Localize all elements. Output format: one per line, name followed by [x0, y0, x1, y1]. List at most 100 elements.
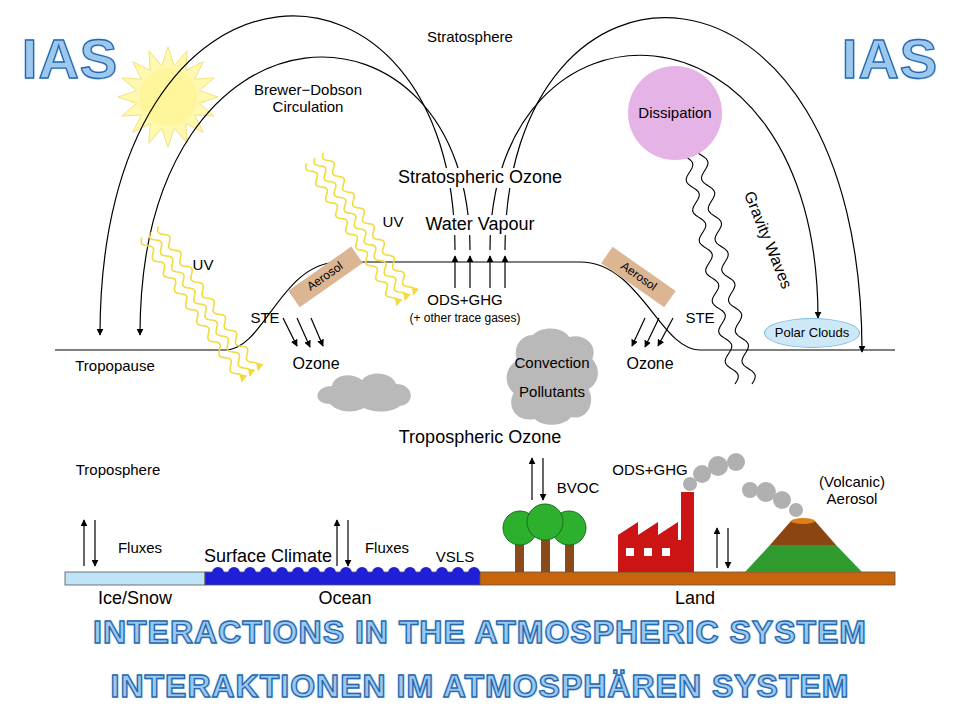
smoke-puff	[789, 503, 803, 517]
tropopause-line	[55, 262, 895, 350]
node-text: Pollutants	[519, 383, 585, 400]
arrow	[645, 318, 659, 347]
gravity-wave	[680, 142, 739, 384]
label: Fluxes	[118, 540, 162, 557]
label: Stratosphere	[427, 29, 513, 46]
label: Ozone	[292, 355, 339, 373]
label: Ice/Snow	[98, 589, 172, 609]
arrow	[658, 318, 673, 346]
node-text: Polar Clouds	[775, 326, 849, 341]
wave-bump	[228, 567, 240, 579]
wave-bump	[468, 567, 480, 579]
wave-bump	[276, 567, 288, 579]
arrow	[632, 318, 645, 346]
wave-bump	[420, 567, 432, 579]
label: Tropopause	[75, 358, 155, 375]
gravity-wave	[695, 140, 756, 384]
label: UV	[383, 214, 404, 231]
label: STE	[250, 310, 279, 327]
node-text: Dissipation	[638, 104, 711, 121]
factory	[618, 492, 694, 572]
arrow	[283, 318, 297, 346]
label: Ocean	[318, 589, 371, 609]
cloud-shape: ConvectionPollutants	[504, 327, 600, 427]
wave-bump	[308, 567, 320, 579]
label: Stratospheric Ozone	[395, 168, 565, 188]
label: Gravity Waves	[740, 189, 795, 291]
node-text: Aerosol	[304, 260, 345, 295]
label: Surface Climate	[204, 547, 332, 567]
flux-arrows	[84, 458, 728, 568]
ocean-waves	[212, 567, 480, 579]
wave-bump	[292, 567, 304, 579]
label: (+ other trace gases)	[409, 312, 520, 325]
wave-bump	[404, 567, 416, 579]
aerosol-shape: Aerosol	[288, 247, 362, 307]
aerosol-shape: Aerosol	[601, 247, 675, 307]
uv-ray	[141, 238, 242, 382]
arrow	[311, 318, 323, 346]
cloud	[317, 374, 410, 412]
label: ODS+GHG	[612, 462, 687, 479]
arrow	[469, 256, 470, 288]
wave-lines	[141, 140, 755, 384]
label: Ozone	[626, 355, 673, 373]
ground-bands	[65, 572, 895, 585]
wave-bump	[340, 567, 352, 579]
uv-ray	[158, 226, 259, 370]
volcano-top	[770, 521, 836, 545]
wave-bump	[260, 567, 272, 579]
arrow	[531, 458, 532, 500]
smoke-puff	[708, 456, 728, 476]
smoke-puff	[727, 453, 745, 471]
arrow	[727, 528, 728, 568]
volcano-crater	[791, 518, 815, 524]
arrow	[454, 256, 455, 288]
factory-building	[618, 492, 694, 572]
arrow	[716, 528, 717, 568]
circle-shape: Dissipation	[628, 66, 722, 160]
cloud-outline	[504, 327, 600, 427]
arrow	[297, 318, 310, 347]
label: BVOC	[557, 480, 600, 497]
logo-text: IAS	[22, 26, 118, 91]
node-text: Aerosol	[617, 260, 658, 295]
factory-window	[626, 548, 634, 556]
wave-bump	[324, 567, 336, 579]
label: STE	[685, 310, 714, 327]
land-band	[480, 572, 895, 585]
ice-band	[65, 572, 205, 585]
smoke	[683, 453, 803, 517]
smoke-puff	[742, 482, 758, 498]
label: Troposphere	[76, 462, 161, 479]
ellipse-shape: Polar Clouds	[764, 318, 860, 348]
factory-window	[662, 548, 670, 556]
label: Water Vapour	[422, 215, 537, 235]
upward-arrows	[455, 256, 505, 288]
wave-bump	[388, 567, 400, 579]
arrow	[347, 520, 348, 566]
wave-bump	[372, 567, 384, 579]
arrow	[489, 256, 490, 288]
smoke-puff	[756, 482, 776, 502]
logo-text: IAS	[842, 26, 938, 91]
arrow	[542, 458, 543, 500]
arrow	[83, 520, 84, 566]
wave-bump	[356, 567, 368, 579]
volcano	[745, 518, 862, 572]
trees	[503, 504, 586, 572]
wave-bump	[452, 567, 464, 579]
arrow	[336, 520, 337, 566]
caption: INTERAKTIONEN IM ATMOSPHÄREN SYSTEM	[110, 668, 849, 705]
title: INTERACTIONS IN THE ATMOSPHERIC SYSTEM	[93, 614, 867, 651]
label: VSLS	[436, 549, 474, 566]
tree-trunk	[541, 535, 550, 572]
label: Fluxes	[365, 540, 409, 557]
label: Tropospheric Ozone	[399, 428, 561, 448]
node-text: Convection	[514, 354, 589, 371]
circulation-arc	[140, 57, 470, 335]
wave-bump	[212, 567, 224, 579]
factory-window	[644, 548, 652, 556]
arrow	[94, 520, 95, 566]
arrow	[504, 256, 505, 288]
